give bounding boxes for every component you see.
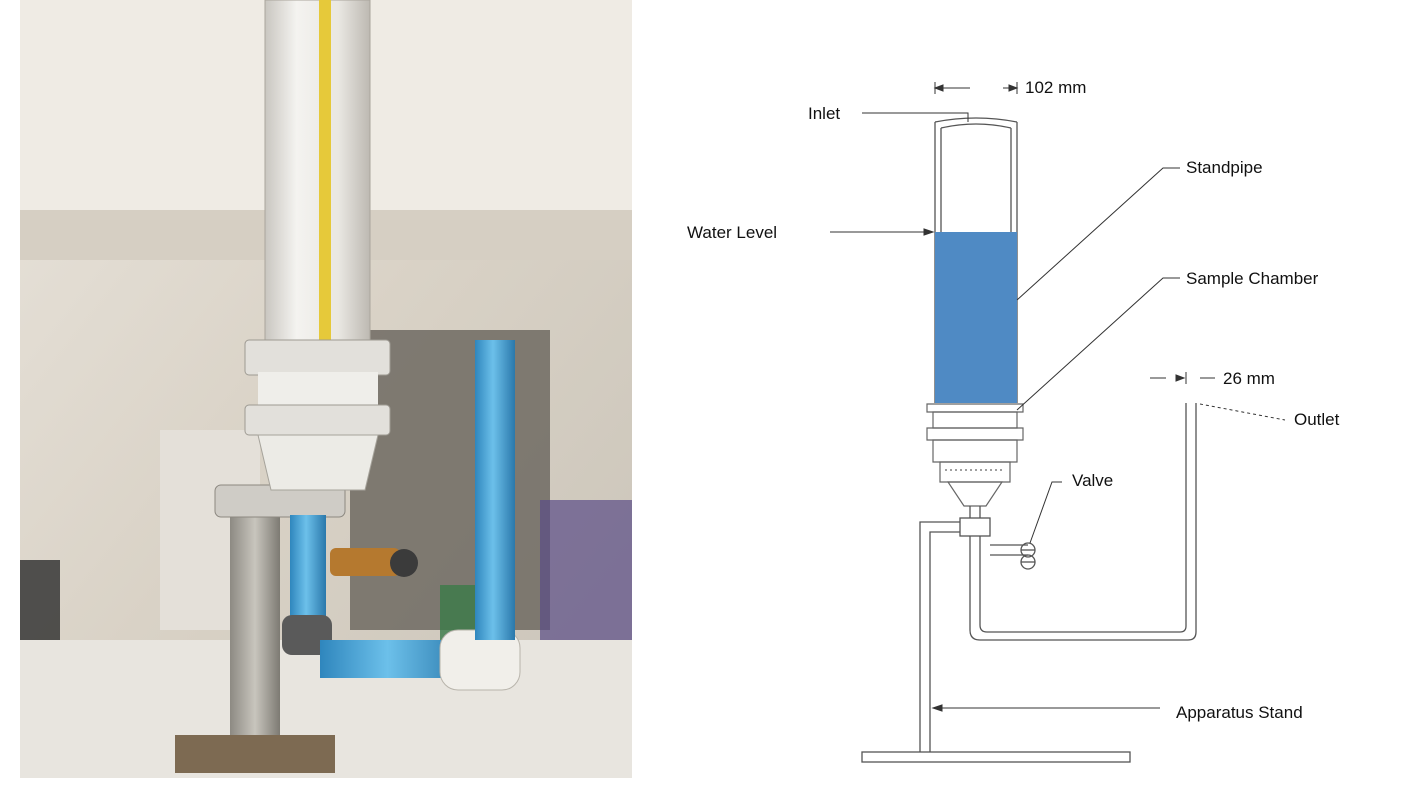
dimension-102mm [933, 82, 1019, 94]
photo-sample-chamber [258, 372, 378, 410]
label-apparatus-stand: Apparatus Stand [1176, 703, 1303, 722]
label-sample-chamber: Sample Chamber [1186, 269, 1319, 288]
dimension-26mm [1150, 372, 1215, 384]
photo-standpipe [264, 0, 371, 346]
photo-top-flange [244, 339, 391, 376]
leader-apparatus-stand [931, 704, 1160, 712]
photo-valve-handle [390, 549, 418, 577]
photo-elbow-left [282, 615, 332, 655]
leader-valve [1029, 481, 1062, 544]
apparatus-photo-drawing [20, 0, 632, 778]
label-valve: Valve [1072, 471, 1113, 490]
label-102mm: 102 mm [1025, 78, 1086, 97]
water-column [935, 232, 1017, 403]
photo-doorway [350, 330, 550, 630]
photo-blurred-object [540, 500, 632, 640]
label-outlet: Outlet [1294, 410, 1340, 429]
label-26mm: 26 mm [1223, 369, 1275, 388]
photo-valve-body [330, 548, 400, 576]
photo-bottom-flange [244, 404, 391, 436]
apparatus-photo [20, 0, 632, 778]
photo-funnel [257, 434, 379, 491]
outlet-pipe [969, 403, 1197, 641]
photo-stand-base [175, 735, 335, 773]
leader-standpipe [1016, 167, 1180, 301]
label-water-level: Water Level [687, 223, 777, 242]
schematic-diagram: 102 mm Inlet Standpipe Water Level Sampl… [640, 0, 1405, 788]
leader-inlet [862, 112, 969, 122]
photo-outlet-pipe [475, 340, 515, 640]
label-inlet: Inlet [808, 104, 840, 123]
sample-chamber-shape [926, 403, 1024, 507]
apparatus-stand-shape [861, 521, 1131, 763]
leader-water-level [830, 228, 935, 236]
photo-measuring-tape [319, 0, 331, 340]
leader-sample-chamber [1016, 277, 1180, 411]
leader-outlet [1199, 403, 1286, 421]
label-standpipe: Standpipe [1186, 158, 1263, 177]
photo-stand-pole [230, 500, 280, 750]
schematic-drawing: 102 mm Inlet Standpipe Water Level Sampl… [687, 78, 1340, 763]
valve-assembly [959, 506, 1036, 570]
